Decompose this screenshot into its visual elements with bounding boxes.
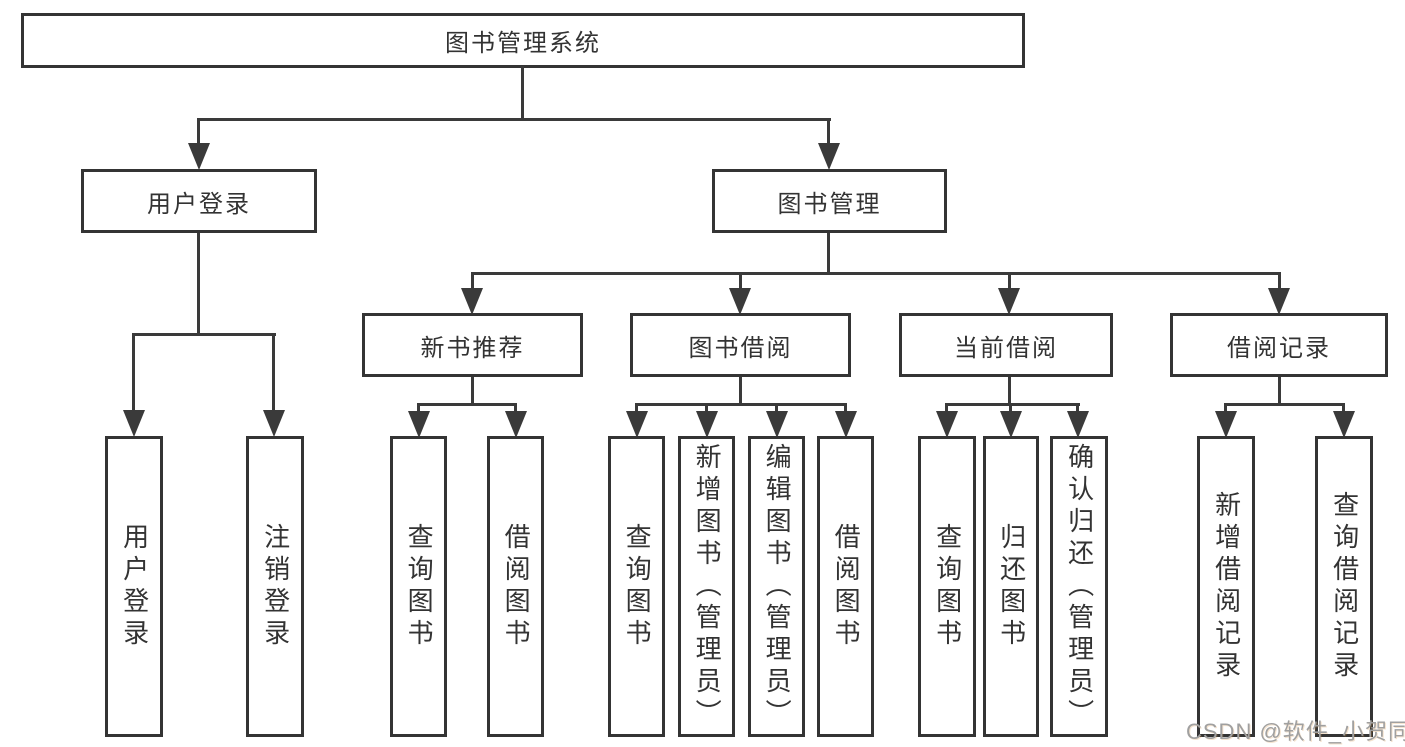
arrow-down-icon [818, 143, 840, 170]
node-user-login: 用户登录 [81, 169, 317, 233]
arrow-down-icon [1333, 411, 1355, 438]
connector-line [417, 403, 420, 417]
arrow-down-icon [263, 410, 285, 437]
connector-line [471, 377, 474, 406]
node-new-book-recommend: 新书推荐 [362, 313, 583, 377]
node-label: 新书推荐 [420, 334, 525, 362]
connector-line [132, 333, 276, 336]
node-label: 图书管理 [777, 190, 882, 218]
leaf-label: 注销登录 [260, 522, 291, 651]
connector-line [635, 403, 847, 406]
leaf-confirm-return-admin: 确认归还（管理员） [1050, 436, 1108, 737]
node-root: 图书管理系统 [21, 13, 1025, 68]
node-label: 当前借阅 [954, 334, 1058, 362]
connector-line [739, 272, 742, 294]
arrow-down-icon [626, 411, 648, 438]
leaf-query-book-recommend: 查询图书 [390, 436, 447, 737]
leaf-query-book-borrow: 查询图书 [608, 436, 665, 737]
arrow-down-icon [123, 410, 145, 437]
arrow-down-icon [998, 288, 1020, 315]
leaf-borrow-book: 借阅图书 [817, 436, 874, 737]
leaf-add-book-admin: 新增图书（管理员） [678, 436, 735, 737]
connector-line [1009, 403, 1012, 417]
leaf-label: 借阅图书 [831, 522, 862, 651]
leaf-label: 查询借阅记录 [1329, 490, 1360, 683]
arrow-down-icon [766, 411, 788, 438]
arrow-down-icon [835, 411, 857, 438]
leaf-borrow-book-recommend: 借阅图书 [487, 436, 544, 737]
arrow-down-icon [461, 288, 483, 315]
arrow-down-icon [505, 411, 527, 438]
arrow-down-icon [696, 411, 718, 438]
arrow-down-icon [1000, 411, 1022, 438]
connector-line [1342, 403, 1345, 417]
leaf-label: 归还图书 [996, 522, 1027, 651]
connector-line [844, 403, 847, 417]
connector-line [705, 403, 708, 417]
connector-line [635, 403, 638, 417]
leaf-label: 用户登录 [119, 522, 150, 651]
connector-line [471, 272, 474, 294]
connector-line [1224, 403, 1227, 417]
connector-line [827, 118, 830, 148]
arrow-down-icon [188, 143, 210, 170]
connector-line [827, 233, 830, 274]
leaf-label: 确认归还（管理员） [1064, 442, 1095, 731]
connector-line [1008, 377, 1011, 406]
connector-line [739, 377, 742, 406]
node-root-label: 图书管理系统 [445, 30, 601, 57]
leaf-logout: 注销登录 [246, 436, 304, 737]
csdn-watermark: CSDN @软件_小贺同学 [1186, 719, 1405, 744]
connector-line [945, 403, 948, 417]
leaf-query-borrow-record: 查询借阅记录 [1315, 436, 1373, 737]
node-current-borrow: 当前借阅 [899, 313, 1113, 377]
leaf-user-login: 用户登录 [105, 436, 163, 737]
connector-line [197, 118, 831, 121]
connector-line [417, 403, 517, 406]
leaf-add-borrow-record: 新增借阅记录 [1197, 436, 1255, 737]
arrow-down-icon [729, 288, 751, 315]
leaf-label: 编辑图书（管理员） [762, 442, 793, 731]
connector-line [1278, 272, 1281, 294]
node-label: 用户登录 [147, 190, 251, 218]
leaf-query-book-current: 查询图书 [918, 436, 976, 737]
node-book-borrow: 图书借阅 [630, 313, 851, 377]
leaf-label: 查询图书 [404, 522, 435, 651]
node-book-management: 图书管理 [712, 169, 947, 233]
connector-line [521, 66, 524, 121]
connector-line [775, 403, 778, 417]
connector-line [132, 333, 135, 413]
connector-line [197, 118, 200, 148]
arrow-down-icon [408, 411, 430, 438]
connector-line [1278, 377, 1281, 406]
connector-line [1008, 272, 1011, 294]
arrow-down-icon [1215, 411, 1237, 438]
connector-line [197, 233, 200, 336]
leaf-label: 借阅图书 [501, 522, 532, 651]
leaf-label: 查询图书 [932, 522, 963, 651]
connector-line [272, 333, 275, 413]
leaf-label: 查询图书 [622, 522, 653, 651]
connector-line [1076, 403, 1079, 417]
connector-line [514, 403, 517, 417]
leaf-return-book: 归还图书 [983, 436, 1039, 737]
leaf-edit-book-admin: 编辑图书（管理员） [748, 436, 805, 737]
node-label: 图书借阅 [688, 334, 793, 362]
arrow-down-icon [1268, 288, 1290, 315]
arrow-down-icon [936, 411, 958, 438]
connector-line [945, 403, 1080, 406]
leaf-label: 新增借阅记录 [1211, 490, 1242, 683]
connector-line [471, 272, 1281, 275]
connector-line [1224, 403, 1345, 406]
node-label: 借阅记录 [1227, 334, 1331, 362]
leaf-label: 新增图书（管理员） [692, 442, 723, 731]
node-borrow-record: 借阅记录 [1170, 313, 1388, 377]
arrow-down-icon [1067, 411, 1089, 438]
